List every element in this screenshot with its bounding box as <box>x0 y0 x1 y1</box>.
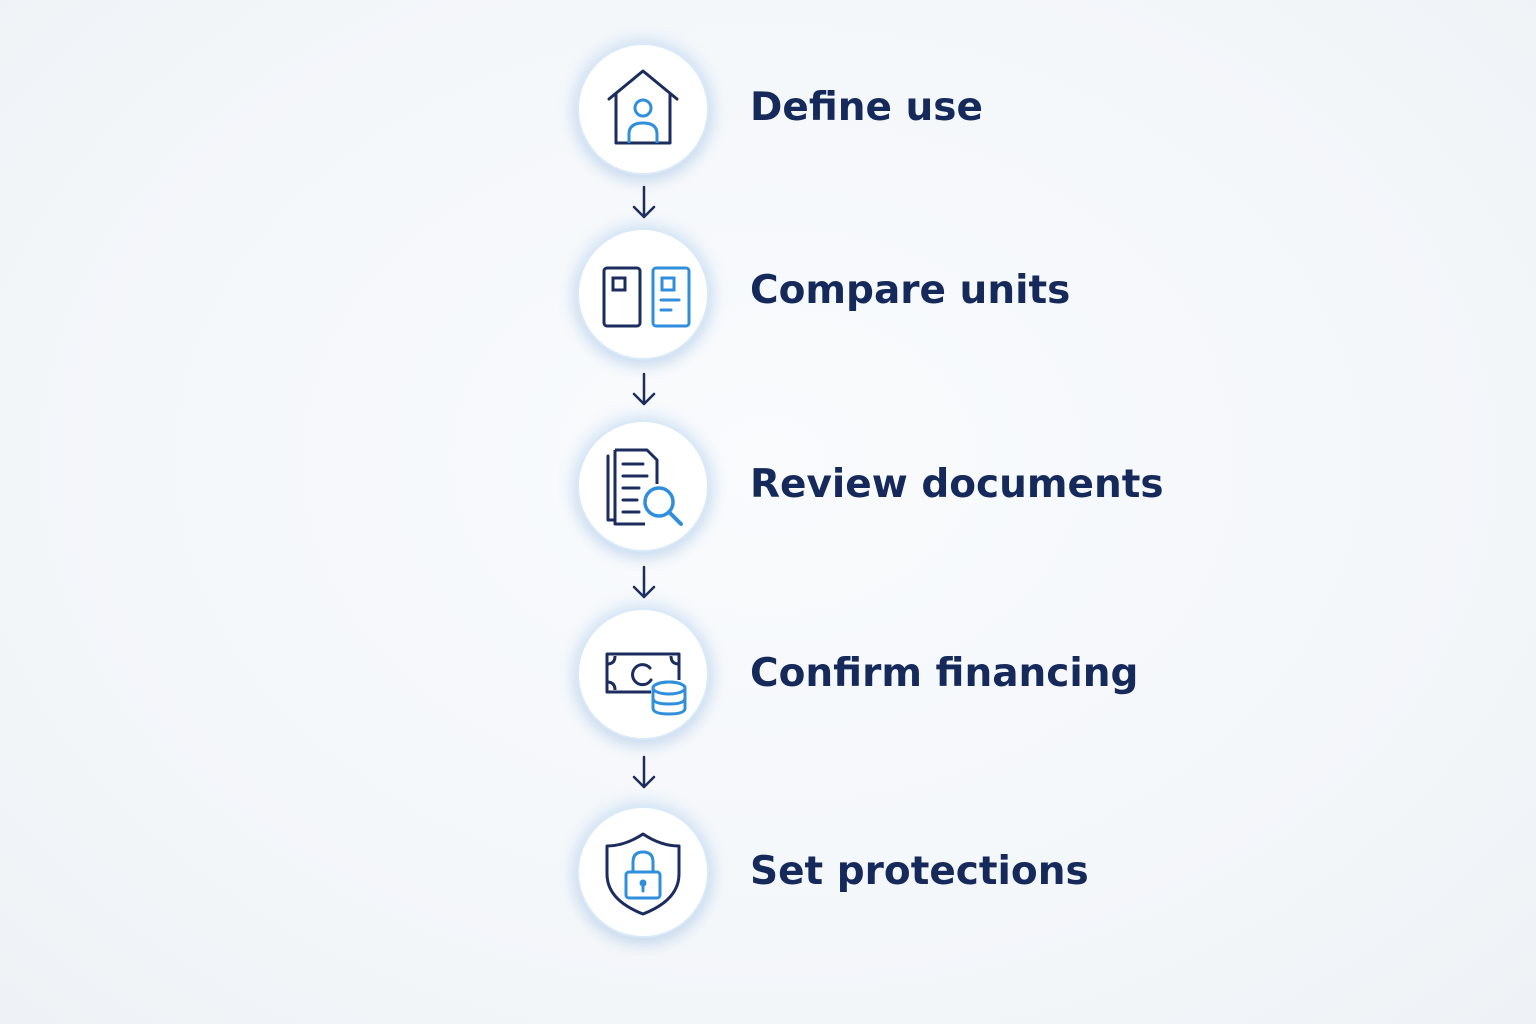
step-5-circle <box>577 806 709 938</box>
step-1-circle <box>577 43 709 175</box>
step-5-label: Set protections <box>750 849 1089 894</box>
step-3-label: Review documents <box>750 462 1164 507</box>
arrow-4 <box>630 755 658 791</box>
arrow-3 <box>630 565 658 601</box>
step-2-label: Compare units <box>750 268 1071 313</box>
step-3-circle <box>577 420 709 552</box>
house-person-icon <box>595 61 691 157</box>
step-4-circle <box>577 608 709 740</box>
step-2-circle <box>577 228 709 360</box>
arrow-2 <box>630 372 658 408</box>
cash-coins-icon <box>595 626 691 722</box>
compare-units-icon <box>595 246 691 342</box>
step-4-label: Confirm financing <box>750 651 1139 696</box>
shield-lock-icon <box>595 824 691 920</box>
document-search-icon <box>595 438 691 534</box>
step-1-label: Define use <box>750 85 983 130</box>
arrow-1 <box>630 185 658 221</box>
